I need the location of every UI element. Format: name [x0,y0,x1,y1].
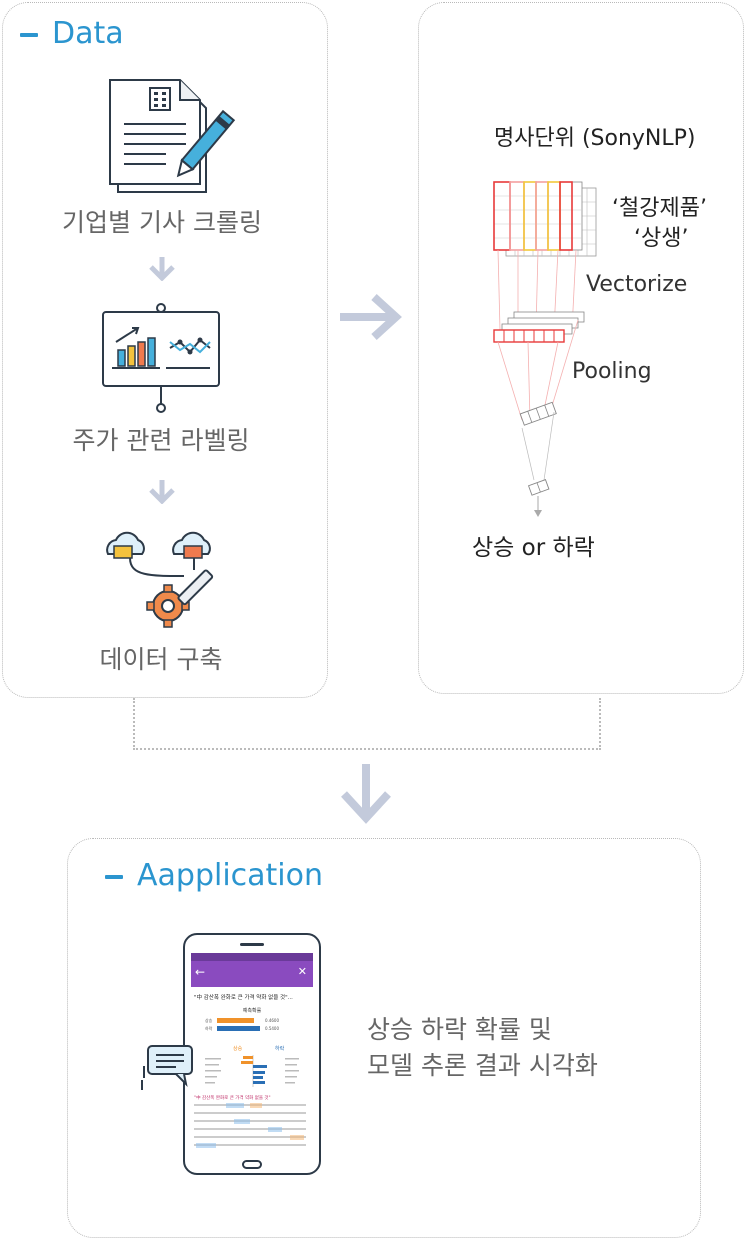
close-icon[interactable]: ✕ [297,965,307,978]
phone-prob-title: 예측확률 [242,1008,262,1014]
example-word-1: ‘철강제품’ [612,196,707,221]
vectorize-label: Vectorize [586,272,688,297]
data-section-title: Data [20,16,124,51]
description-line-1: 상승 하락 확률 및 [367,1015,552,1044]
application-description: 상승 하락 확률 및 모델 추론 결과 시각화 [367,1012,598,1084]
dotted-connector [133,698,601,750]
chart-board-icon [102,303,220,413]
arrow-right-icon [340,294,402,340]
arrow-down-icon [149,480,175,504]
cloud-gear-icon [106,531,214,628]
phone-status-bar [191,953,313,961]
application-panel [67,838,701,1238]
output-label: 상승 or 하락 [472,535,595,561]
phone-contribution-chart [205,1055,299,1087]
prob-row-up: 상승 0.4600 [205,1018,279,1023]
prob-bar-up [217,1018,254,1023]
prob-row-down: 하락 0.5400 [205,1026,279,1031]
phone-prob-chart: 상승 0.4600 하락 0.5400 [205,1017,315,1033]
pooling-label: Pooling [572,359,652,384]
phone-up-label: 상승 [233,1046,243,1052]
prob-bar-down [217,1026,261,1031]
phone-headline: "中 감산폭 완화로 큰 가격 약화 없을 것"... [194,995,293,1001]
arrow-down-icon [341,764,391,824]
phone-mockup: ← ✕ "中 감산폭 완화로 큰 가격 약화 없을 것"... 예측확률 상승 … [183,933,321,1175]
application-section-title: Aapplication [105,858,323,893]
phone-body-title: "中 감산폭 완화로 큰 가격 약화 없을 것" [194,1096,271,1101]
step-crawl-label: 기업별 기사 크롤링 [62,208,262,237]
arrow-down-icon [149,257,175,281]
phone-content: "中 감산폭 완화로 큰 가격 약화 없을 것"... 예측확률 상승 0.46… [191,987,313,1157]
model-panel [418,2,744,694]
phone-down-label: 하락 [275,1046,285,1052]
phone-speaker [240,943,264,946]
example-word-2: ‘상생’ [634,226,689,251]
phone-article-text [194,1103,306,1148]
chat-bubble-icon [141,1045,193,1090]
description-line-2: 모델 추론 결과 시각화 [367,1051,598,1080]
document-pen-icon [109,79,236,193]
phone-app-bar: ← ✕ [191,961,313,987]
title-dash-icon [20,32,38,37]
title-dash-icon [105,874,123,879]
arrow-left-icon[interactable]: ← [195,965,206,979]
step-dataset-label: 데이터 구축 [99,645,223,674]
cnn-diagram [493,181,597,517]
phone-home-button [242,1160,262,1169]
step-labeling-label: 주가 관련 라벨링 [72,426,250,455]
tokenizer-label: 명사단위 (SonyNLP) [494,126,696,151]
